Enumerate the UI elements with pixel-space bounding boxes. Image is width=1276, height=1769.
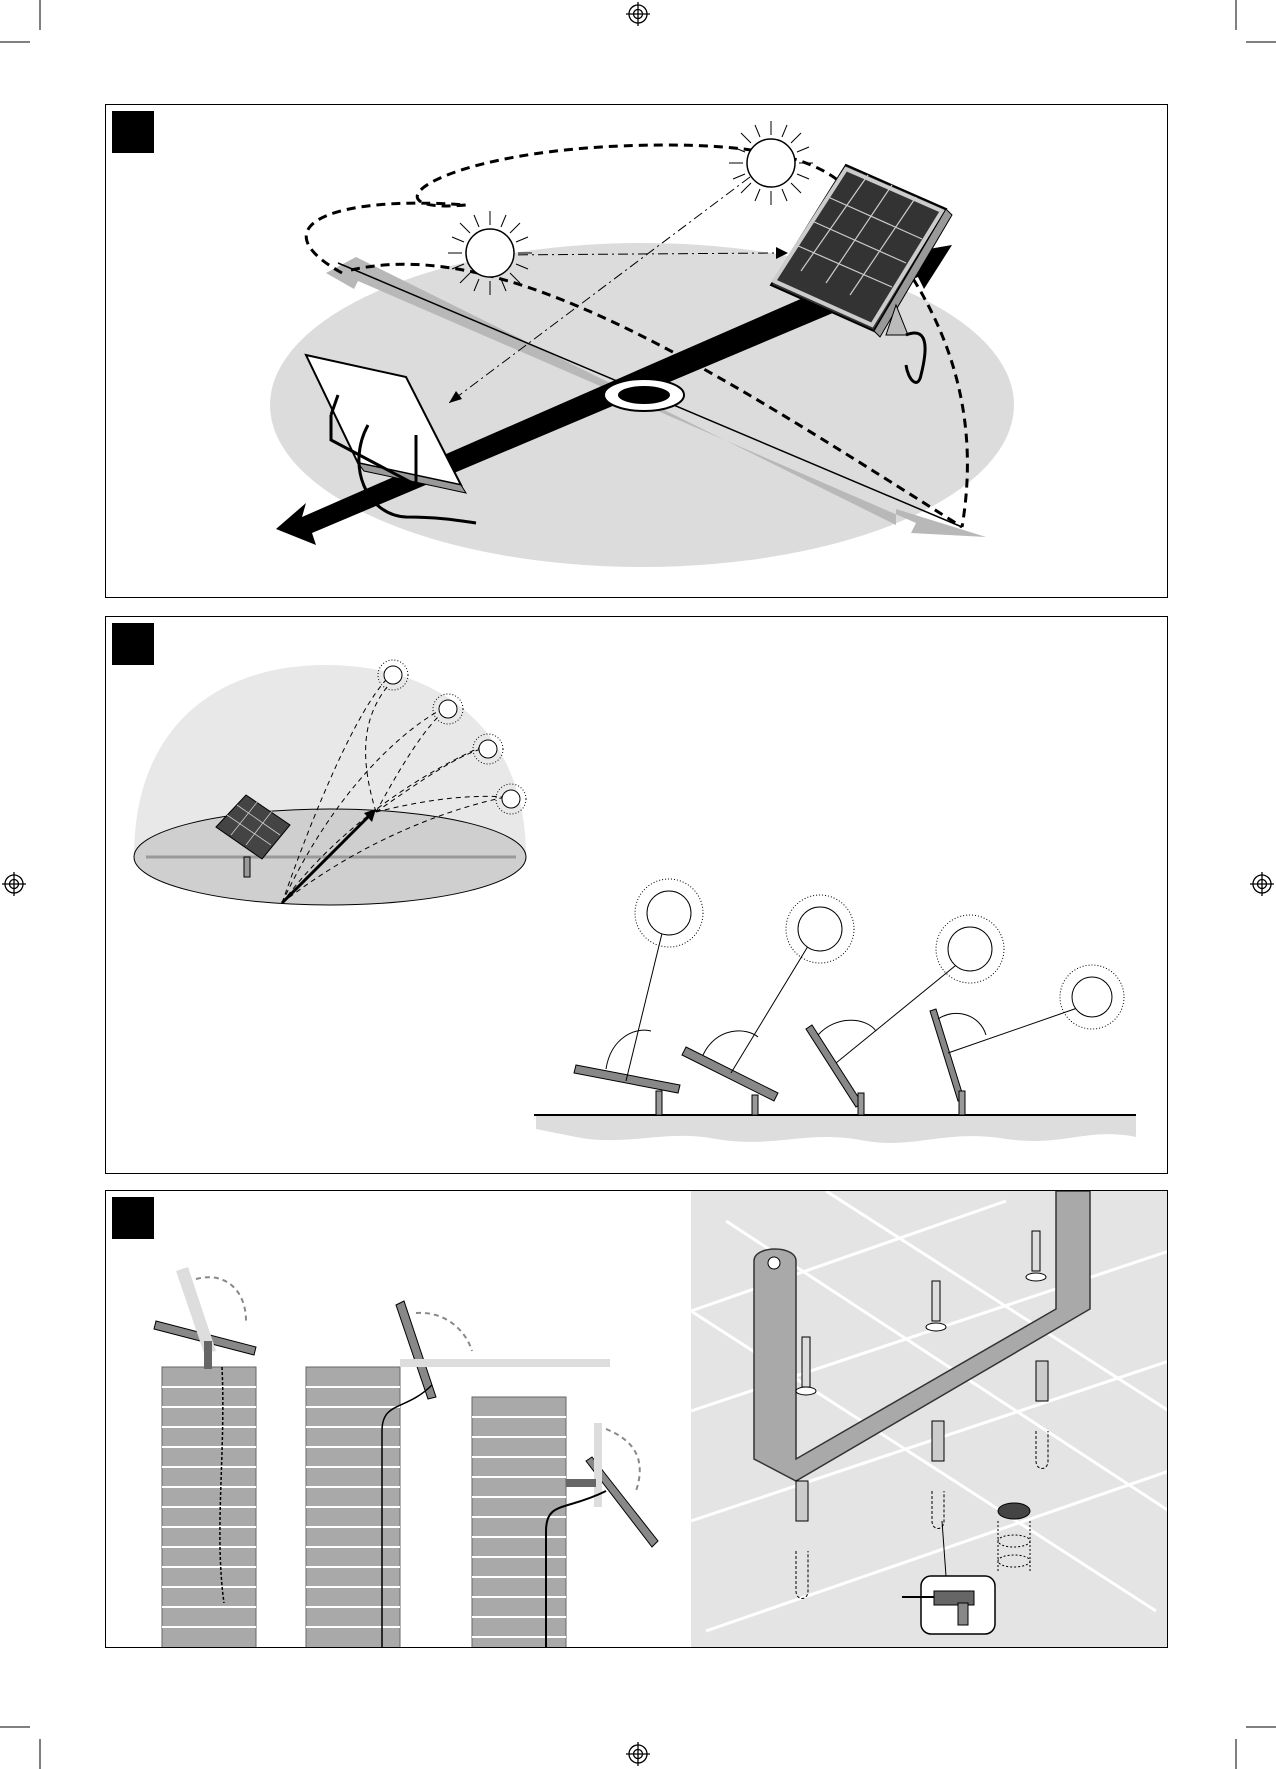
registration-mark-icon <box>1250 872 1274 896</box>
brick-wall-2 <box>306 1367 400 1648</box>
tilt-angle-diagram <box>106 617 1168 1174</box>
sun-icon <box>448 211 532 295</box>
ground-strip <box>536 1115 1136 1143</box>
brick-wall-3 <box>472 1397 566 1648</box>
tilt-example-1 <box>574 879 703 1115</box>
tilt-example-4 <box>930 965 1124 1115</box>
figure-panel-orientation <box>105 104 1168 598</box>
tilt-example-2 <box>682 895 854 1115</box>
figure-panel-mounting <box>105 1190 1168 1648</box>
mounting-bracket-detail <box>691 1191 1168 1648</box>
registration-mark-icon <box>2 872 26 896</box>
orientation-diagram <box>106 105 1168 598</box>
figure-panel-tilt-angle <box>105 616 1168 1174</box>
registration-mark-icon <box>626 1742 650 1766</box>
sun-icon <box>729 121 813 205</box>
mounting-diagram <box>106 1191 1168 1648</box>
registration-mark-icon <box>626 2 650 26</box>
brick-wall-1 <box>162 1367 256 1648</box>
